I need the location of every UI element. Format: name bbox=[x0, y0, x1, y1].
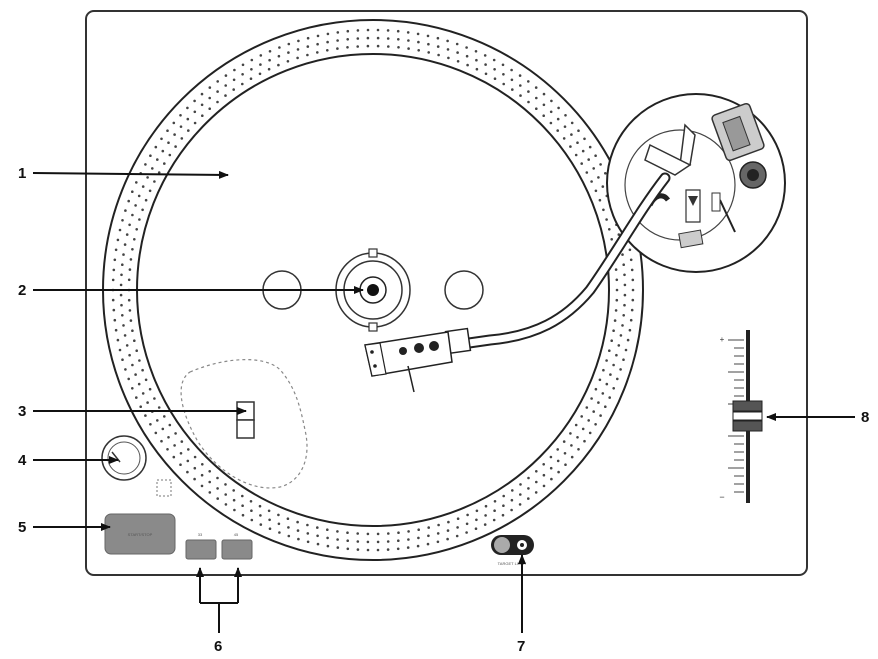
start-stop-button[interactable]: START/STOP bbox=[104, 513, 176, 555]
arrow-1 bbox=[32, 170, 229, 179]
pitch-plus-mark: + bbox=[720, 335, 725, 344]
callout-7: 7 bbox=[517, 638, 525, 655]
target-light-label: TARGET LIGHT bbox=[498, 561, 527, 566]
callout-6: 6 bbox=[214, 638, 222, 655]
pitch-slider-icon[interactable]: + − bbox=[719, 330, 763, 503]
callout-8: 8 bbox=[861, 409, 869, 426]
start-stop-label: START/STOP bbox=[128, 532, 153, 537]
speed-45-label: 45 bbox=[234, 532, 239, 537]
small-label-box bbox=[156, 479, 172, 497]
headshell-icon bbox=[364, 331, 453, 393]
adapter-holder bbox=[236, 401, 255, 439]
platter-hole-right bbox=[444, 270, 484, 310]
callout-3: 3 bbox=[18, 403, 26, 420]
tonearm-icon[interactable] bbox=[444, 172, 671, 355]
tonearm-base bbox=[606, 93, 786, 273]
speed-33-label: 33 bbox=[198, 532, 203, 537]
knob-icon[interactable] bbox=[101, 435, 147, 481]
callout-4: 4 bbox=[18, 452, 27, 469]
callout-arrows bbox=[32, 170, 855, 633]
target-light-switch[interactable] bbox=[491, 535, 534, 555]
pitch-minus-mark: − bbox=[719, 492, 724, 502]
callout-5: 5 bbox=[18, 519, 26, 536]
speed-45-button[interactable] bbox=[221, 539, 253, 560]
callout-1: 1 bbox=[18, 165, 26, 182]
speed-33-button[interactable] bbox=[185, 539, 217, 560]
callout-2: 2 bbox=[18, 282, 26, 299]
